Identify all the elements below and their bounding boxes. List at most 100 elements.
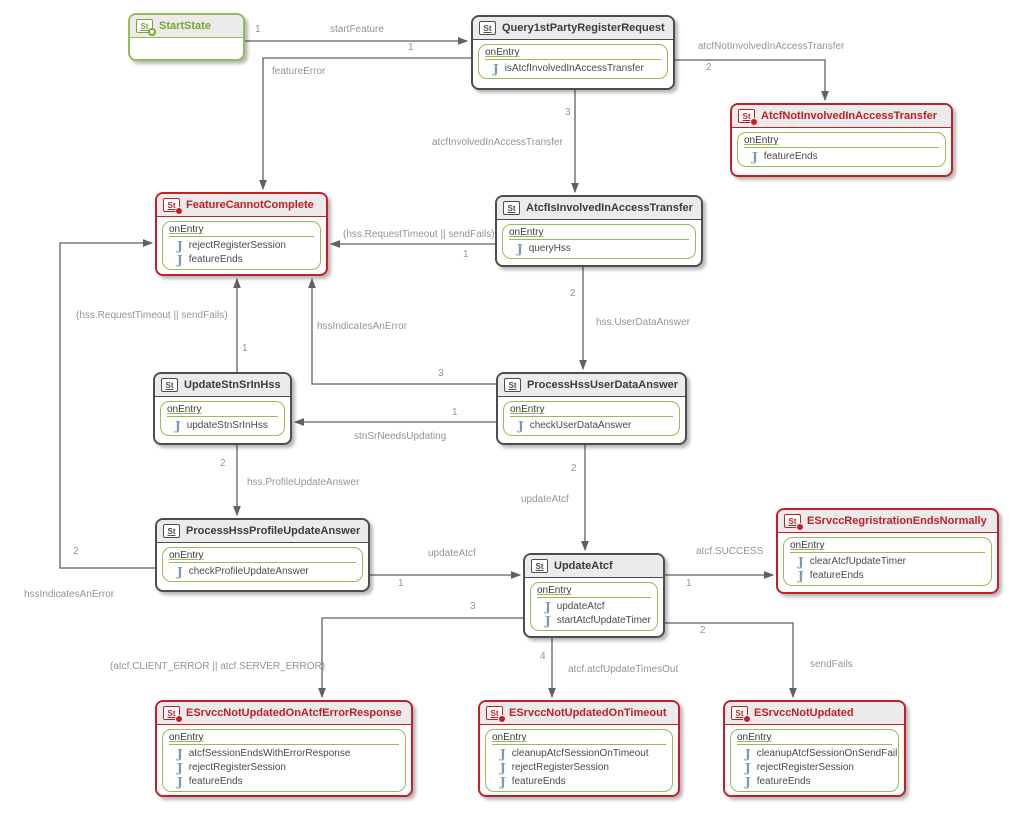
transition-number: 3 <box>438 368 444 379</box>
state-header: St AtcfIsInvolvedInAccessTransfer <box>497 197 701 220</box>
state-icon: St <box>531 559 548 573</box>
state-header: St FeatureCannotComplete <box>157 194 326 217</box>
state-icon: St <box>479 21 496 35</box>
state-glyph: St <box>742 111 751 121</box>
transition-number: 1 <box>408 42 414 53</box>
transition-label: atcf.atcfUpdateTimesOut <box>568 664 679 675</box>
transition-label: hssIndicatesAnError <box>317 321 408 332</box>
state-start-state[interactable]: St StartState <box>128 13 245 61</box>
transition-label: updateAtcf <box>521 494 569 505</box>
transition-number: 2 <box>706 62 712 73</box>
state-esrvcc-not-updated-on-atcf-error-response[interactable]: St ESrvccNotUpdatedOnAtcfErrorResponse o… <box>155 700 413 797</box>
transition-number: 2 <box>73 546 79 557</box>
state-header: St Query1stPartyRegisterRequest <box>473 17 673 40</box>
state-atcf-is-involved-in-access-transfer[interactable]: St AtcfIsInvolvedInAccessTransfer onEntr… <box>495 195 703 267</box>
action-j-icon: J <box>177 746 183 761</box>
action-label: checkUserDataAnswer <box>529 420 632 431</box>
state-glyph: St <box>483 23 492 33</box>
transition-number: 1 <box>463 249 469 260</box>
action-label: clearAtcfUpdateTimer <box>809 556 907 567</box>
action-j-icon: J <box>500 746 506 761</box>
state-header: St ESrvccNotUpdatedOnTimeout <box>480 702 678 725</box>
transition-label: updateAtcf <box>428 548 476 559</box>
final-state-dot-icon <box>498 715 506 723</box>
action-label: cleanupAtcfSessionOnSendFail <box>756 748 898 759</box>
on-entry-label: onEntry <box>744 135 939 148</box>
action-j-icon: J <box>518 418 524 433</box>
state-query-1st-party-register-request[interactable]: St Query1stPartyRegisterRequest onEntry … <box>471 15 675 90</box>
action-j-icon: J <box>175 418 181 433</box>
action-label: featureEnds <box>763 151 818 162</box>
final-state-icon: St <box>731 706 751 723</box>
state-header: St ESrvccNotUpdated <box>725 702 904 725</box>
state-glyph: St <box>167 526 176 536</box>
state-process-hss-profile-update-answer[interactable]: St ProcessHssProfileUpdateAnswer onEntry… <box>155 518 370 592</box>
state-glyph: St <box>167 708 176 718</box>
action-j-icon: J <box>545 599 551 614</box>
state-title: ESrvccNotUpdatedOnTimeout <box>509 707 667 719</box>
transition-arrow-hss-indicates-error-2 <box>59 239 155 569</box>
state-header: St ESrvccRegristrationEndsNormally <box>778 510 997 533</box>
action-j-icon: J <box>177 774 183 789</box>
action-label: featureEnds <box>809 570 864 581</box>
on-entry-label: onEntry <box>485 47 661 60</box>
state-header: St AtcfNotInvolvedInAccessTransfer <box>732 105 951 128</box>
action-label: featureEnds <box>756 776 811 787</box>
transition-arrow-hss-indicates-error-1 <box>308 277 496 385</box>
on-entry-label: onEntry <box>737 732 892 745</box>
state-title: UpdateAtcf <box>554 560 613 572</box>
transition-label: (hss.RequestTimeout || sendFails) <box>343 229 495 240</box>
transition-label: hssIndicatesAnError <box>24 589 115 600</box>
transition-number: 1 <box>686 578 692 589</box>
on-entry-label: onEntry <box>169 550 356 563</box>
action-label: checkProfileUpdateAnswer <box>188 566 309 577</box>
on-entry-label: onEntry <box>510 404 673 417</box>
transition-number: 3 <box>470 601 476 612</box>
final-state-icon: St <box>163 198 183 215</box>
transition-label: atcfNotInvolvedInAccessTransfer <box>698 41 845 52</box>
transition-arrow-send-fails <box>665 622 797 699</box>
state-title: AtcfIsInvolvedInAccessTransfer <box>526 202 693 214</box>
action-j-icon: J <box>517 241 523 256</box>
transition-label: featureError <box>272 66 326 77</box>
final-state-dot-icon <box>796 523 804 531</box>
action-j-icon: J <box>177 238 183 253</box>
action-j-icon: J <box>752 149 758 164</box>
action-j-icon: J <box>745 760 751 775</box>
state-title: FeatureCannotComplete <box>186 199 314 211</box>
action-label: rejectRegisterSession <box>188 240 286 251</box>
state-esrvcc-regristration-ends-normally[interactable]: St ESrvccRegristrationEndsNormally onEnt… <box>776 508 999 594</box>
final-state-icon: St <box>486 706 506 723</box>
state-glyph: St <box>165 380 174 390</box>
action-j-icon: J <box>500 774 506 789</box>
final-state-dot-icon <box>743 715 751 723</box>
state-glyph: St <box>167 200 176 210</box>
final-state-dot-icon <box>175 207 183 215</box>
state-atcf-not-involved-in-access-transfer[interactable]: St AtcfNotInvolvedInAccessTransfer onEnt… <box>730 103 953 177</box>
on-entry-label: onEntry <box>169 732 399 745</box>
